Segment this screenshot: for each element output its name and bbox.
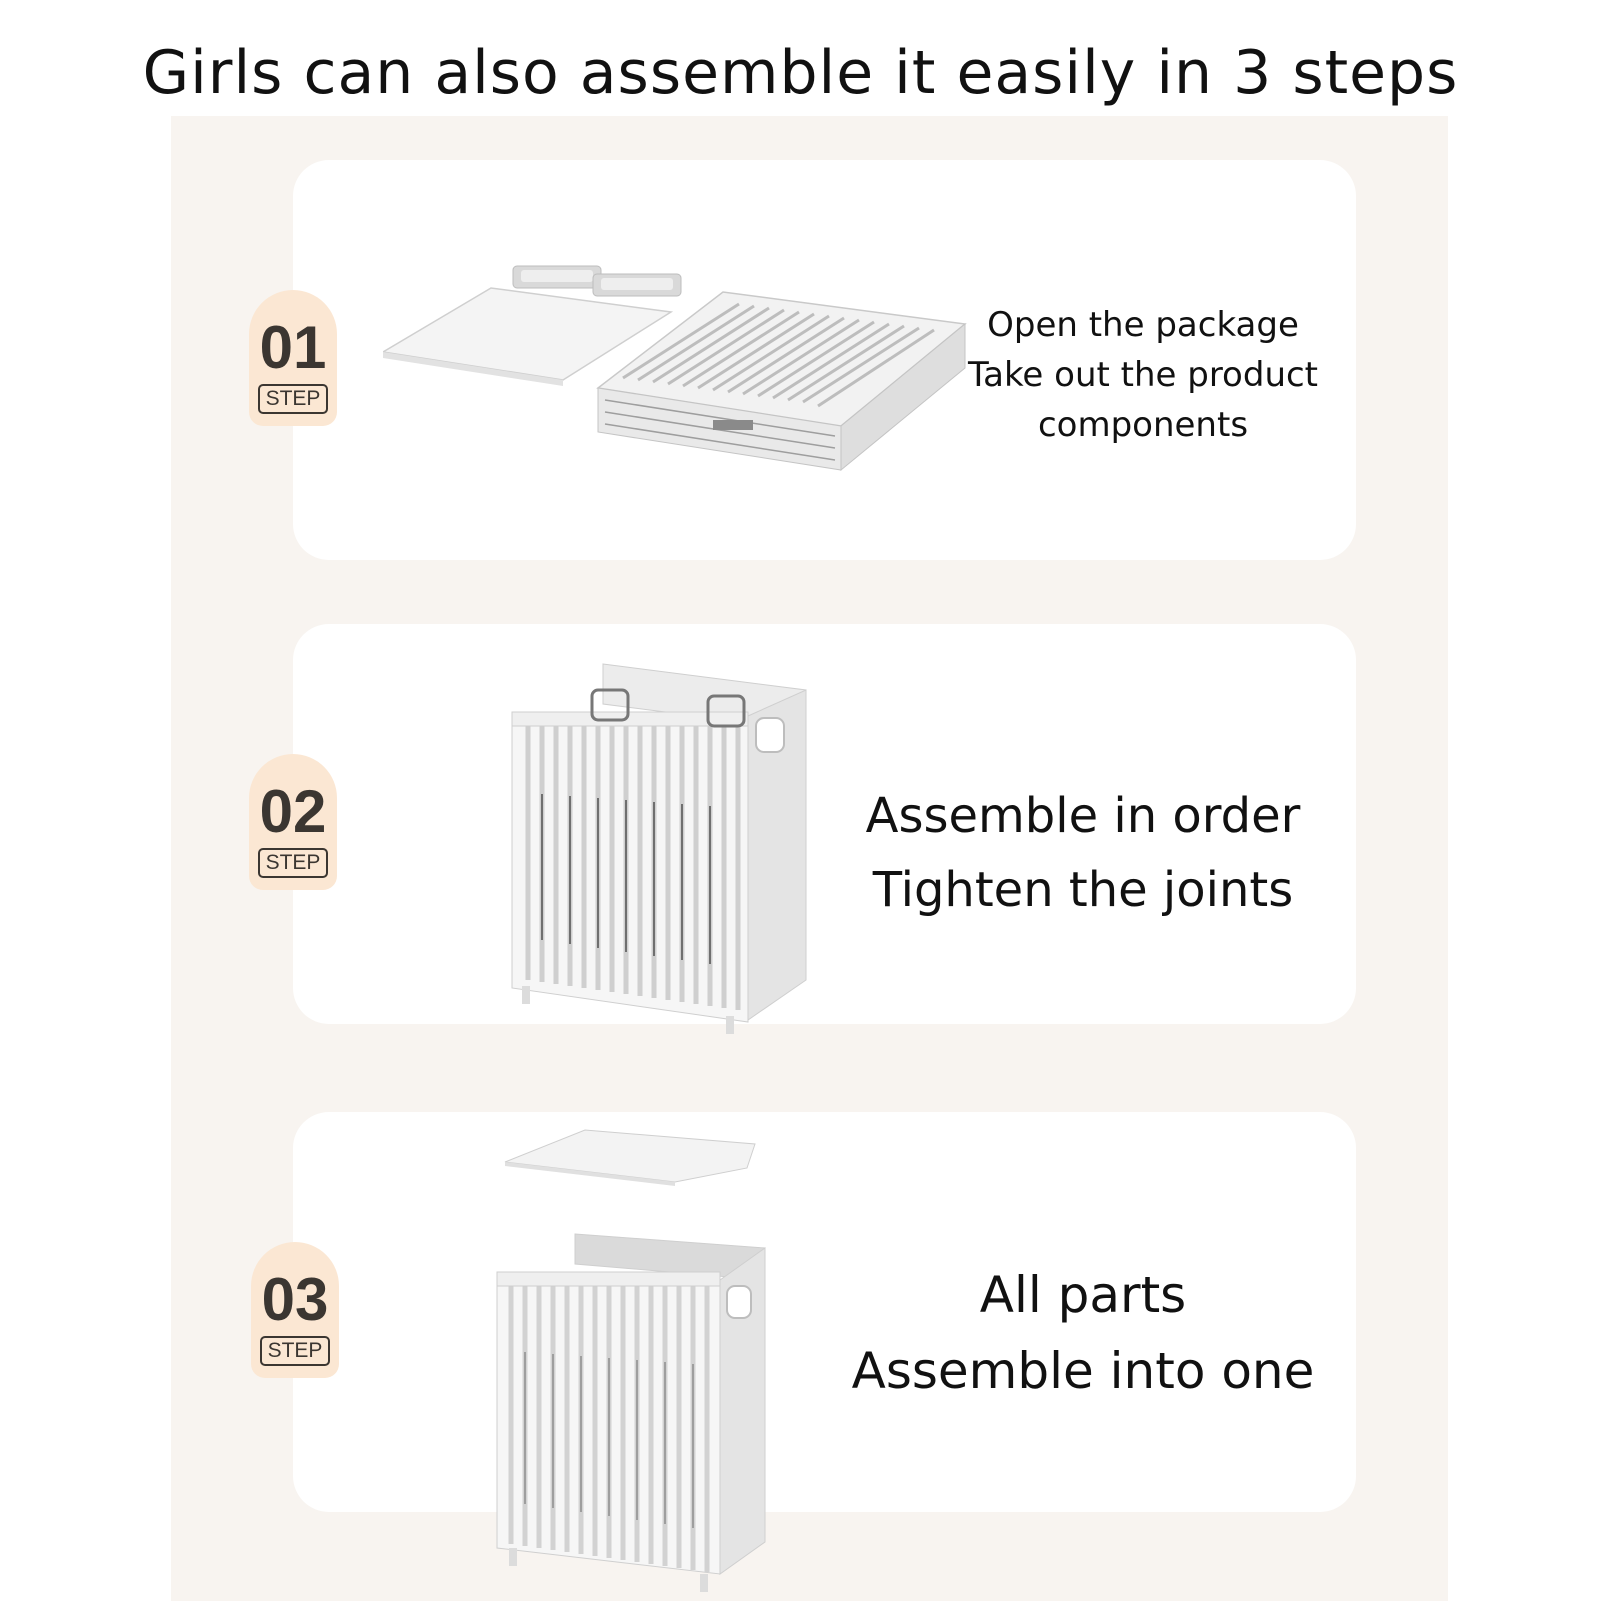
caption-line: components: [1037, 405, 1249, 445]
step-card-1: 01 STEP: [249, 160, 1356, 560]
step-number: 02: [259, 778, 327, 845]
step-caption-1: Open the package Take out the product co…: [963, 300, 1323, 450]
step-badge-2: 02 STEP: [249, 754, 337, 890]
step-label: STEP: [257, 384, 329, 414]
step-badge-1: 01 STEP: [249, 290, 337, 426]
step-caption-3: All parts Assemble into one: [813, 1257, 1353, 1409]
step-label: STEP: [257, 848, 329, 878]
partially-assembled-basket-image: [511, 663, 807, 1034]
step-number: 03: [261, 1266, 329, 1333]
page-title: Girls can also assemble it easily in 3 s…: [142, 38, 1459, 108]
steps-panel: 01 STEP: [171, 116, 1448, 1601]
caption-line: All parts: [979, 1266, 1187, 1324]
caption-line: Assemble in order: [865, 788, 1301, 844]
fully-assembled-basket-with-lid-image: [496, 1129, 766, 1592]
step-card-3: 03 STEP: [251, 1112, 1356, 1592]
caption-line: Tighten the joints: [872, 862, 1294, 918]
flat-packed-basket-components-image: [383, 265, 967, 472]
step-card-2: 02 STEP: [249, 624, 1356, 1034]
step-number: 01: [259, 314, 327, 381]
caption-line: Take out the product: [967, 355, 1319, 395]
caption-line: Open the package: [987, 305, 1299, 345]
step-caption-2: Assemble in order Tighten the joints: [833, 779, 1333, 927]
caption-line: Assemble into one: [851, 1342, 1315, 1400]
step-label: STEP: [259, 1336, 331, 1366]
step-badge-3: 03 STEP: [251, 1242, 339, 1378]
